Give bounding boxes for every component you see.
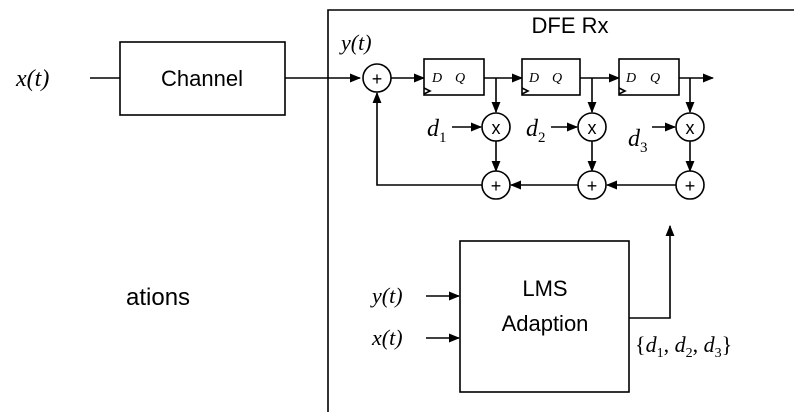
dfe-rx-border	[327, 9, 794, 412]
lms-input-x-label: x(t)	[371, 325, 403, 350]
adaption-label: Adaption	[502, 311, 589, 336]
input-adder: +	[362, 63, 392, 93]
y-signal-label: y(t)	[339, 30, 372, 55]
feedback-adder-3: +	[675, 170, 705, 200]
lms-adaption-block: LMS Adaption	[459, 240, 630, 393]
multiplier-2: x	[577, 112, 607, 142]
channel-label: Channel	[161, 66, 243, 91]
adder-symbol: +	[372, 69, 383, 89]
ff1-d-label: D	[431, 71, 442, 86]
adder-symbol: +	[685, 176, 696, 196]
adder-symbol: +	[491, 176, 502, 196]
input-signal-label: x(t)	[15, 66, 49, 92]
tap-coefficient-3: d3	[628, 126, 648, 156]
flip-flop-3: D Q	[618, 58, 680, 96]
tap-coefficient-2: d2	[526, 116, 546, 146]
lms-output-label: {d1, d2, d3}	[635, 332, 732, 361]
flip-flop-1: D Q	[423, 58, 485, 96]
lms-label: LMS	[522, 276, 567, 301]
multiplier-3: x	[675, 112, 705, 142]
feedback-return-wire	[372, 91, 482, 186]
lms-output-wire	[629, 224, 675, 319]
ff2-d-label: D	[528, 71, 539, 86]
dfe-rx-label: DFE Rx	[532, 13, 609, 38]
ff2-q-label: Q	[552, 71, 562, 86]
ff1-q-label: Q	[455, 71, 465, 86]
flip-flop-2: D Q	[521, 58, 581, 96]
adder-symbol: +	[587, 176, 598, 196]
feedback-adder-2: +	[577, 170, 607, 200]
ff3-d-label: D	[625, 71, 636, 86]
channel-block: Channel	[119, 41, 286, 116]
multiplier-1: x	[481, 112, 511, 142]
multiplier-symbol: x	[686, 118, 695, 138]
multiplier-symbol: x	[588, 118, 597, 138]
tap-coefficient-1: d1	[427, 116, 447, 146]
multiplier-symbol: x	[492, 118, 501, 138]
ff3-q-label: Q	[650, 71, 660, 86]
cropped-text: ations	[126, 284, 190, 311]
lms-input-y-label: y(t)	[370, 283, 403, 308]
feedback-adder-1: +	[481, 170, 511, 200]
